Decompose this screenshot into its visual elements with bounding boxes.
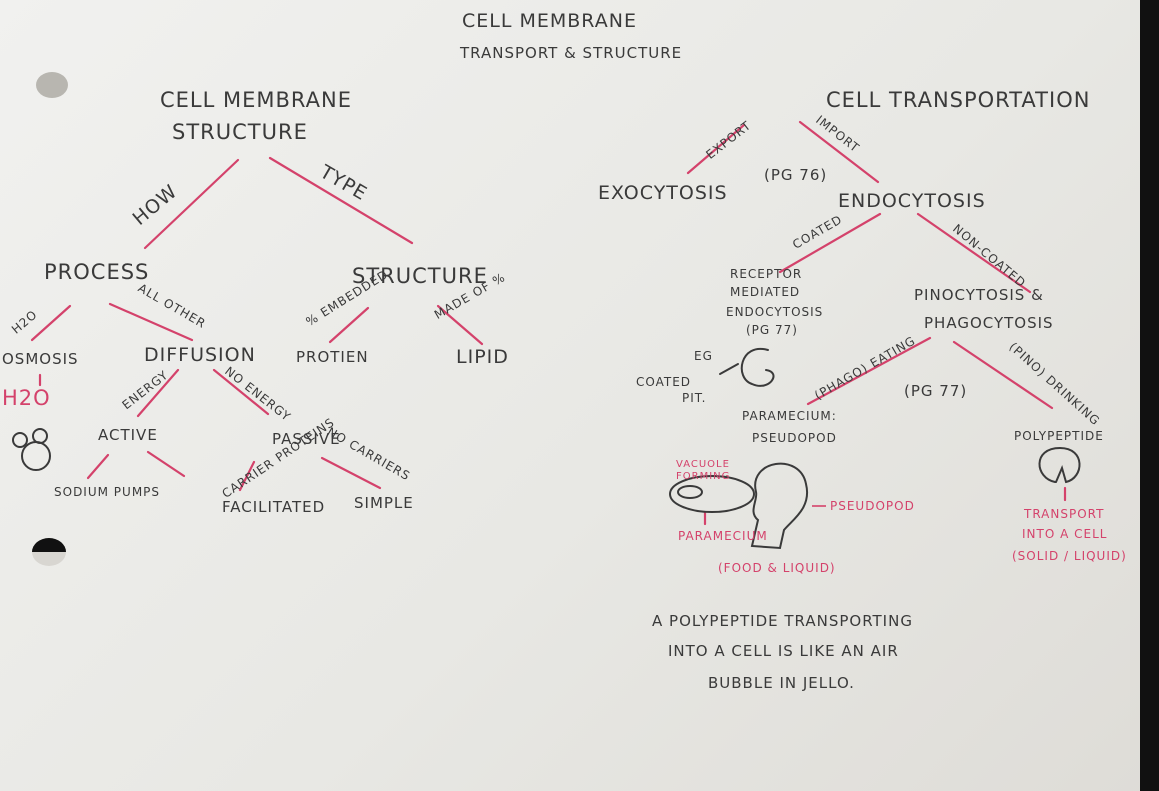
pseudopod-red-label: Pseudopod bbox=[830, 499, 915, 513]
polypeptide-sketch bbox=[1038, 446, 1081, 484]
receptor-line1: Receptor bbox=[730, 267, 803, 281]
facilitated-line bbox=[238, 460, 256, 492]
how-branch-line bbox=[143, 158, 240, 250]
paper-edge-shadow bbox=[1140, 0, 1159, 791]
simple-line bbox=[320, 456, 382, 490]
vacuole-line1: Vacuole bbox=[676, 459, 730, 470]
pseudopod-body-sketch bbox=[750, 462, 809, 550]
structure-heading-line1: Cell membrane bbox=[160, 88, 353, 112]
note-line2: into a cell is like an air bbox=[668, 642, 899, 660]
cell-circle-2 bbox=[12, 432, 28, 448]
receptor-line4: (Pg 77) bbox=[746, 323, 798, 337]
phago-branch-line bbox=[806, 336, 932, 406]
transport-heading: Cell transportation bbox=[826, 88, 1091, 112]
exocytosis-node: Exocytosis bbox=[598, 182, 728, 204]
note-line3: bubble in jello. bbox=[708, 674, 855, 692]
export-branch-line bbox=[686, 123, 746, 175]
all-other-branch-line bbox=[108, 302, 194, 342]
sodium-pumps-label: Sodium pumps bbox=[54, 485, 161, 499]
energy-branch-line bbox=[136, 368, 180, 418]
note-line1: A polypeptide transporting bbox=[652, 612, 913, 630]
h2o-branch-line bbox=[30, 304, 72, 342]
made-of-branch-line bbox=[436, 304, 484, 346]
passive-node: Passive bbox=[272, 430, 341, 448]
eg-label: Eg bbox=[694, 349, 713, 363]
coated-pit-line1: Coated bbox=[636, 375, 692, 389]
non-coated-branch-line bbox=[916, 212, 1032, 294]
sodium-pump-line bbox=[86, 453, 110, 480]
receptor-line3: endocytosis bbox=[726, 305, 824, 319]
coated-pit-sketch bbox=[740, 347, 775, 387]
process-node: Process bbox=[44, 260, 150, 284]
red-branch-lines bbox=[30, 120, 1067, 526]
receptor-line2: mediated bbox=[730, 285, 801, 299]
coated-pit-line2: pit. bbox=[682, 391, 707, 405]
protien-node: Protien bbox=[296, 348, 369, 366]
punch-hole-bottom bbox=[32, 538, 66, 566]
no-energy-branch-line bbox=[212, 368, 270, 416]
vacuole-line2: forming bbox=[676, 471, 731, 482]
type-branch-line bbox=[268, 156, 414, 245]
coated-pit-arrow bbox=[719, 363, 739, 375]
pg77-label: (Pg 77) bbox=[904, 382, 968, 400]
paramecium-red-label: Paramecium bbox=[678, 529, 768, 543]
cell-circle-3 bbox=[32, 428, 48, 444]
osmosis-node: Osmosis bbox=[2, 350, 79, 368]
page-title-line2: Transport & Structure bbox=[460, 44, 683, 62]
punch-hole-top bbox=[36, 72, 68, 98]
pg76-label: (Pg 76) bbox=[764, 166, 828, 184]
pino-branch-line bbox=[952, 340, 1054, 410]
endocytosis-node: Endocytosis bbox=[838, 190, 986, 212]
cell-circle-1 bbox=[21, 441, 51, 471]
solid-liquid-label: (Solid / liquid) bbox=[1012, 549, 1127, 563]
page-title-line1: Cell membrane bbox=[462, 10, 637, 32]
pencil-sketches bbox=[12, 347, 1081, 550]
vacuole-outline bbox=[669, 475, 755, 513]
facilitated-node: Facilitated bbox=[222, 498, 326, 516]
transport-into-cell-line2: into a cell bbox=[1022, 527, 1108, 541]
coated-branch-line bbox=[778, 212, 882, 274]
diffusion-node: Diffusion bbox=[144, 344, 256, 366]
simple-node: Simple bbox=[354, 494, 414, 512]
structure-heading-line2: Structure bbox=[172, 120, 308, 144]
lipid-node: Lipid bbox=[456, 346, 509, 368]
active-node: Active bbox=[98, 426, 158, 444]
pinocytosis-line1: Pinocytosis & bbox=[914, 286, 1044, 304]
structure-node: Structure bbox=[352, 264, 488, 288]
transport-into-cell-line1: Transport bbox=[1024, 507, 1105, 521]
food-label: (Food & Liquid) bbox=[718, 561, 836, 575]
active-right-line bbox=[146, 450, 186, 478]
pct-embedded-branch-line bbox=[328, 306, 370, 344]
phagocytosis-line2: Phagocytosis bbox=[924, 314, 1054, 332]
vacuole-inner bbox=[677, 485, 703, 499]
paramecium-line1: Paramecium: bbox=[742, 409, 837, 423]
polypeptide-node: Polypeptide bbox=[1014, 429, 1104, 443]
h2o-big-label: H2O bbox=[2, 386, 51, 410]
paramecium-line2: Pseudopod bbox=[752, 431, 837, 445]
import-branch-line bbox=[798, 120, 880, 184]
